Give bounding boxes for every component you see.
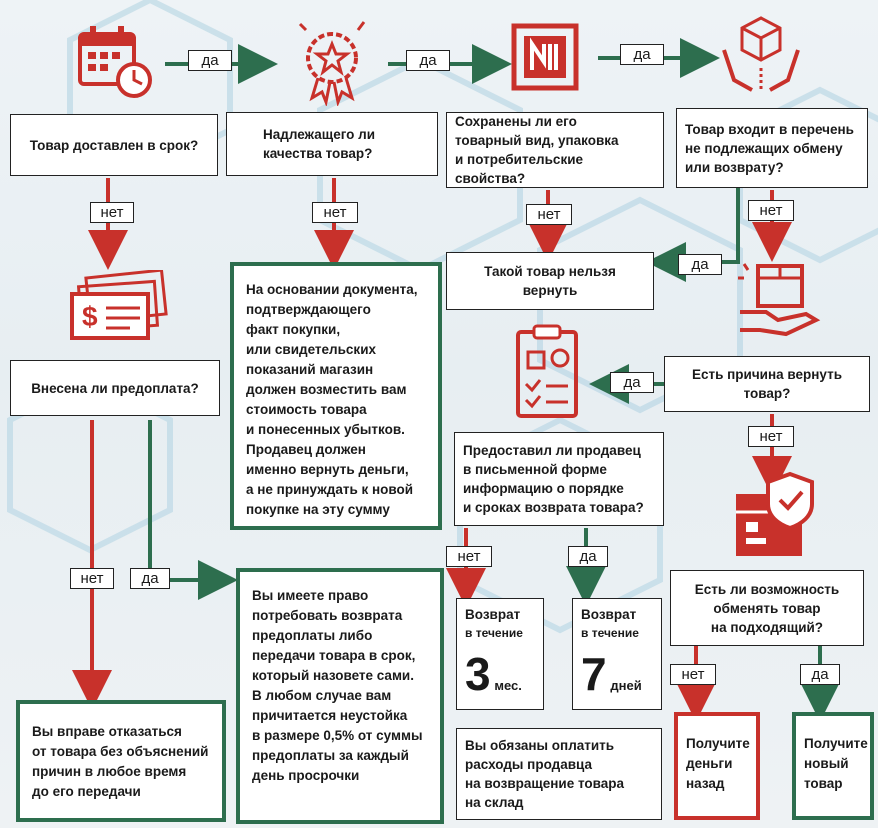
label-no-reason: нет	[748, 426, 794, 447]
question-prepayment-made: Внесена ли предоплата?	[10, 360, 220, 416]
label-yes-2: да	[406, 50, 450, 71]
svg-text:$: $	[82, 301, 98, 332]
label-yes-1: да	[188, 50, 232, 71]
quality-badge-icon	[298, 21, 366, 106]
label-no-preserved: нет	[526, 204, 572, 225]
label-no-exchange: нет	[670, 664, 716, 685]
label-no-delivered: нет	[90, 202, 134, 223]
calendar-clock-icon	[78, 26, 152, 98]
label-yes-3: да	[620, 44, 664, 65]
label-no-prepaid: нет	[70, 568, 114, 589]
label-yes-excluded: да	[678, 254, 722, 275]
cash-bills-icon: $	[70, 270, 168, 340]
question-reason-to-return: Есть причина вернуть товар?	[664, 356, 870, 412]
label-yes-exchange: да	[800, 664, 840, 685]
label-no-quality: нет	[312, 202, 358, 223]
box-hand-icon	[738, 263, 821, 337]
label-yes-written: да	[568, 546, 608, 567]
result-cannot-return: Такой товар нельзя вернуть	[446, 252, 654, 310]
label-no-excluded: нет	[748, 200, 794, 221]
question-delivered-on-time: Товар доставлен в срок?	[10, 114, 218, 176]
packaging-box-icon	[511, 23, 579, 91]
protected-box-icon	[736, 471, 814, 556]
label-no-written: нет	[446, 546, 492, 567]
label-yes-prepaid: да	[130, 568, 170, 589]
label-yes-reason: да	[610, 372, 654, 393]
document-checklist-icon	[516, 324, 578, 418]
exchange-box-hands-icon	[722, 16, 800, 92]
